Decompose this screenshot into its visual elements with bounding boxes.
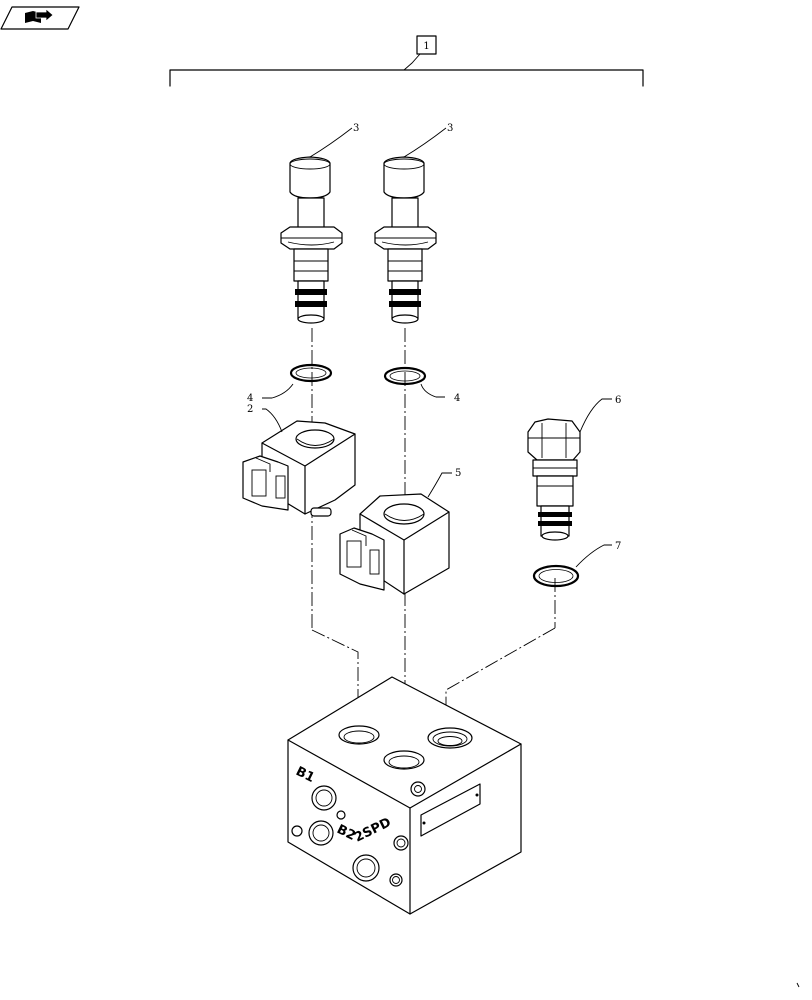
cartridge-valve-middle (374, 156, 437, 324)
cartridge-valve-left (280, 156, 343, 324)
o-ring-middle (383, 366, 427, 386)
assembly-bracket: 1 (169, 35, 644, 87)
nameplate (420, 783, 481, 837)
callout-7: 7 (615, 541, 621, 552)
solenoid-coil-right (339, 493, 450, 595)
callout-6: 6 (615, 395, 621, 406)
manifold-block: B1 B2 2SPD (287, 676, 522, 915)
cavity-right (427, 727, 473, 749)
cavity-center (383, 750, 425, 770)
callout-4-right: 4 (454, 393, 460, 404)
callout-3-left: 3 (353, 123, 359, 134)
port-b1 (311, 785, 337, 811)
port-2spd (352, 854, 380, 882)
o-ring-relief (532, 564, 580, 588)
book-arrow-icon (25, 8, 54, 23)
navigation-badge[interactable] (0, 6, 80, 30)
callout-4-left: 4 (247, 393, 253, 404)
callout-labels: 3 3 4 4 2 5 6 7 (247, 123, 621, 552)
label-b2: B2 (334, 822, 358, 844)
callout-1: 1 (423, 41, 429, 52)
port-b2 (308, 820, 334, 846)
solenoid-coil-left (242, 420, 356, 517)
label-b1: B1 (293, 764, 317, 786)
callout-3-middle: 3 (447, 123, 453, 134)
callout-leaders (262, 127, 612, 568)
callout-2: 2 (247, 404, 253, 415)
cavity-left (338, 725, 380, 745)
relief-valve (527, 418, 581, 541)
corner-mark (796, 982, 800, 988)
o-ring-left (289, 363, 333, 383)
callout-5: 5 (455, 468, 461, 479)
